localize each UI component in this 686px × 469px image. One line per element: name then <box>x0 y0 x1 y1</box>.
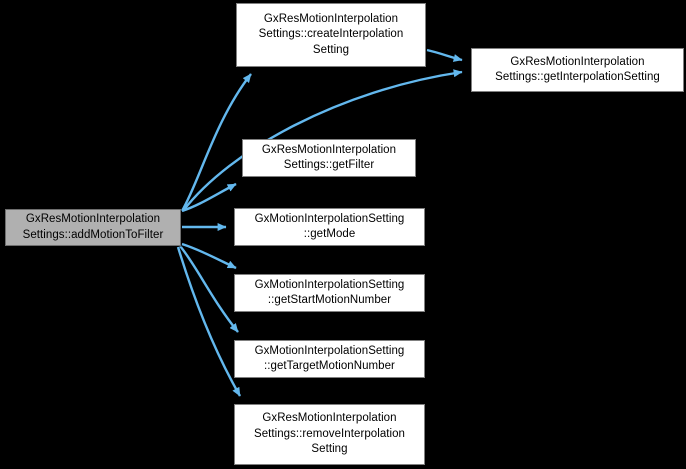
node-createInterpolationSetting[interactable]: GxResMotionInterpolation Settings::creat… <box>236 3 426 67</box>
node-label: GxResMotionInterpolation Settings::creat… <box>258 12 404 56</box>
edge-addMotionToFilter-to-getTargetMotionNumber <box>179 245 239 333</box>
edge-addMotionToFilter-to-getFilter <box>181 182 237 213</box>
edge-addMotionToFilter-to-getStartMotionNumber <box>181 242 237 270</box>
node-getMode[interactable]: GxMotionInterpolationSetting ::getMode <box>234 208 425 246</box>
edge-addMotionToFilter-to-createInterpolationSetting <box>180 73 252 212</box>
edge-addMotionToFilter-to-getInterpolationSetting <box>182 69 463 212</box>
node-label: GxResMotionInterpolation Settings::getFi… <box>261 143 397 172</box>
node-label: GxMotionInterpolationSetting ::getMode <box>254 212 405 241</box>
node-getFilter[interactable]: GxResMotionInterpolation Settings::getFi… <box>242 139 416 177</box>
node-getInterpolationSetting[interactable]: GxResMotionInterpolation Settings::getIn… <box>471 48 684 92</box>
node-label: GxMotionInterpolationSetting ::getStartM… <box>254 278 405 307</box>
node-label: GxResMotionInterpolation Settings::getIn… <box>495 55 660 84</box>
node-label: GxMotionInterpolationSetting ::getTarget… <box>254 344 405 373</box>
node-getStartMotionNumber[interactable]: GxMotionInterpolationSetting ::getStartM… <box>234 274 425 312</box>
node-label: GxResMotionInterpolation Settings::addMo… <box>22 213 164 241</box>
edge-addMotionToFilter-to-removeInterpolationSetting <box>176 246 242 397</box>
edge-createInterpolationSetting-to-getInterpolationSetting <box>426 48 463 62</box>
node-removeInterpolationSetting[interactable]: GxResMotionInterpolation Settings::remov… <box>234 404 425 465</box>
node-label: GxResMotionInterpolation Settings::remov… <box>253 412 406 456</box>
node-addMotionToFilter[interactable]: GxResMotionInterpolation Settings::addMo… <box>5 209 181 246</box>
node-getTargetMotionNumber[interactable]: GxMotionInterpolationSetting ::getTarget… <box>234 340 425 378</box>
